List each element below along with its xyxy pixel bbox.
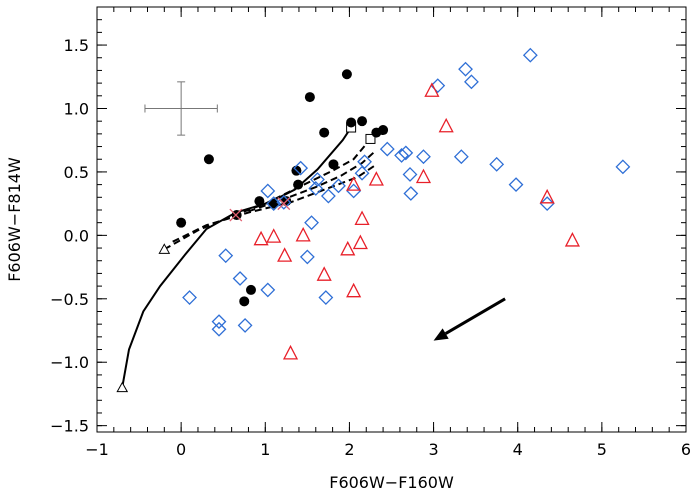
dashed-model-track	[163, 138, 372, 251]
diamond-point	[403, 186, 419, 201]
diamond-point	[539, 196, 555, 212]
triangle-point	[424, 82, 440, 97]
triangle-point	[340, 240, 356, 256]
y-tick-label: −0.5	[50, 290, 89, 309]
x-point	[277, 197, 291, 211]
x-tick-label: 0	[176, 440, 186, 459]
x-axis-label: F606W−F160W	[329, 473, 454, 492]
diamond-point	[310, 172, 325, 187]
circle-point	[341, 69, 352, 80]
diamond-point	[458, 61, 473, 77]
axes: −1 0 1 2 3 4 5 6 −1.5 −1.0 −0.5 0.0 0.5 1.0 1.5	[50, 6, 691, 459]
track-start-triangle	[158, 243, 171, 254]
triangle-point	[295, 226, 311, 242]
x-point	[229, 208, 243, 222]
diamond-point	[522, 47, 538, 63]
diamond-point	[354, 165, 370, 181]
diamond-point	[237, 318, 253, 333]
triangle-point	[277, 247, 293, 262]
triangle-point	[266, 228, 282, 243]
triangle-point	[253, 230, 269, 246]
diamond-point	[318, 290, 334, 305]
circle-point	[293, 179, 304, 190]
diamond-point	[489, 156, 505, 172]
diamond-point	[402, 167, 418, 182]
diamond-point	[218, 248, 234, 264]
triangle-point	[354, 210, 370, 226]
diamond-point	[508, 177, 524, 193]
y-tick-label: −1.5	[50, 417, 89, 436]
diamond-point	[346, 183, 362, 199]
diamond-point	[331, 178, 346, 194]
triangle-point	[564, 232, 580, 247]
track-end-square	[365, 133, 376, 144]
triangle-point	[346, 282, 362, 298]
circle-point	[346, 117, 357, 128]
x-tick-label: 2	[344, 440, 354, 459]
triangle-point	[539, 188, 555, 204]
annotations	[144, 81, 506, 341]
y-axis-label: F606W−F814W	[5, 157, 24, 282]
triangle-point	[316, 266, 332, 281]
diamond-point	[232, 271, 248, 286]
solid-model-track	[121, 126, 352, 388]
track-start-triangle	[116, 381, 129, 393]
circle-point	[245, 284, 256, 295]
diamond-point	[260, 282, 276, 298]
x-tick-label: −1	[85, 440, 109, 459]
diamond-point	[430, 78, 446, 94]
diamond-point	[320, 188, 336, 204]
circle-point	[239, 296, 250, 307]
triangle-point	[282, 344, 299, 360]
dashed-model-track	[248, 150, 376, 213]
y-tick-label: 1.0	[64, 99, 89, 118]
diamond-point	[308, 180, 324, 196]
circle-point	[328, 159, 339, 170]
diamond-point	[379, 141, 395, 157]
circle-point	[378, 125, 389, 136]
diamond-point	[211, 314, 227, 330]
data-points	[176, 47, 631, 360]
reddening-arrow-shaft	[444, 297, 506, 335]
diamond-point	[304, 215, 319, 231]
circle-point	[203, 154, 214, 165]
triangle-point	[368, 171, 384, 186]
diamond-point	[464, 74, 479, 90]
triangle-point	[415, 168, 432, 184]
circle-point	[304, 92, 315, 103]
diamond-point	[398, 145, 414, 161]
triangle-point	[346, 176, 362, 191]
diamond-point	[394, 148, 410, 163]
diamond-point	[293, 160, 309, 176]
diamond-point	[453, 149, 469, 165]
circle-point	[254, 196, 265, 207]
circle-point	[176, 217, 187, 228]
diamond-point	[299, 249, 315, 265]
diamond-point	[211, 321, 227, 337]
diamond-point	[416, 149, 431, 165]
triangle-point	[438, 117, 454, 133]
y-tick-label: 0.5	[64, 163, 89, 182]
circle-point	[268, 198, 279, 209]
x-tick-label: 3	[428, 440, 438, 459]
triangle-point	[352, 234, 368, 250]
x-tick-label: 5	[597, 440, 607, 459]
diamond-point	[260, 183, 276, 199]
x-tick-label: 6	[681, 440, 691, 459]
reddening-arrow-head	[433, 328, 449, 341]
plot-frame	[96, 6, 687, 433]
y-tick-label: −1.0	[50, 353, 89, 372]
x-tick-label: 4	[513, 440, 523, 459]
circle-point	[357, 116, 368, 127]
diamond-point	[615, 159, 631, 175]
y-tick-label: 0.0	[64, 226, 89, 245]
diamond-point	[357, 154, 372, 170]
circle-point	[319, 127, 330, 138]
x-tick-label: 1	[260, 440, 270, 459]
diamond-point	[182, 290, 197, 305]
y-tick-label: 1.5	[64, 36, 89, 55]
